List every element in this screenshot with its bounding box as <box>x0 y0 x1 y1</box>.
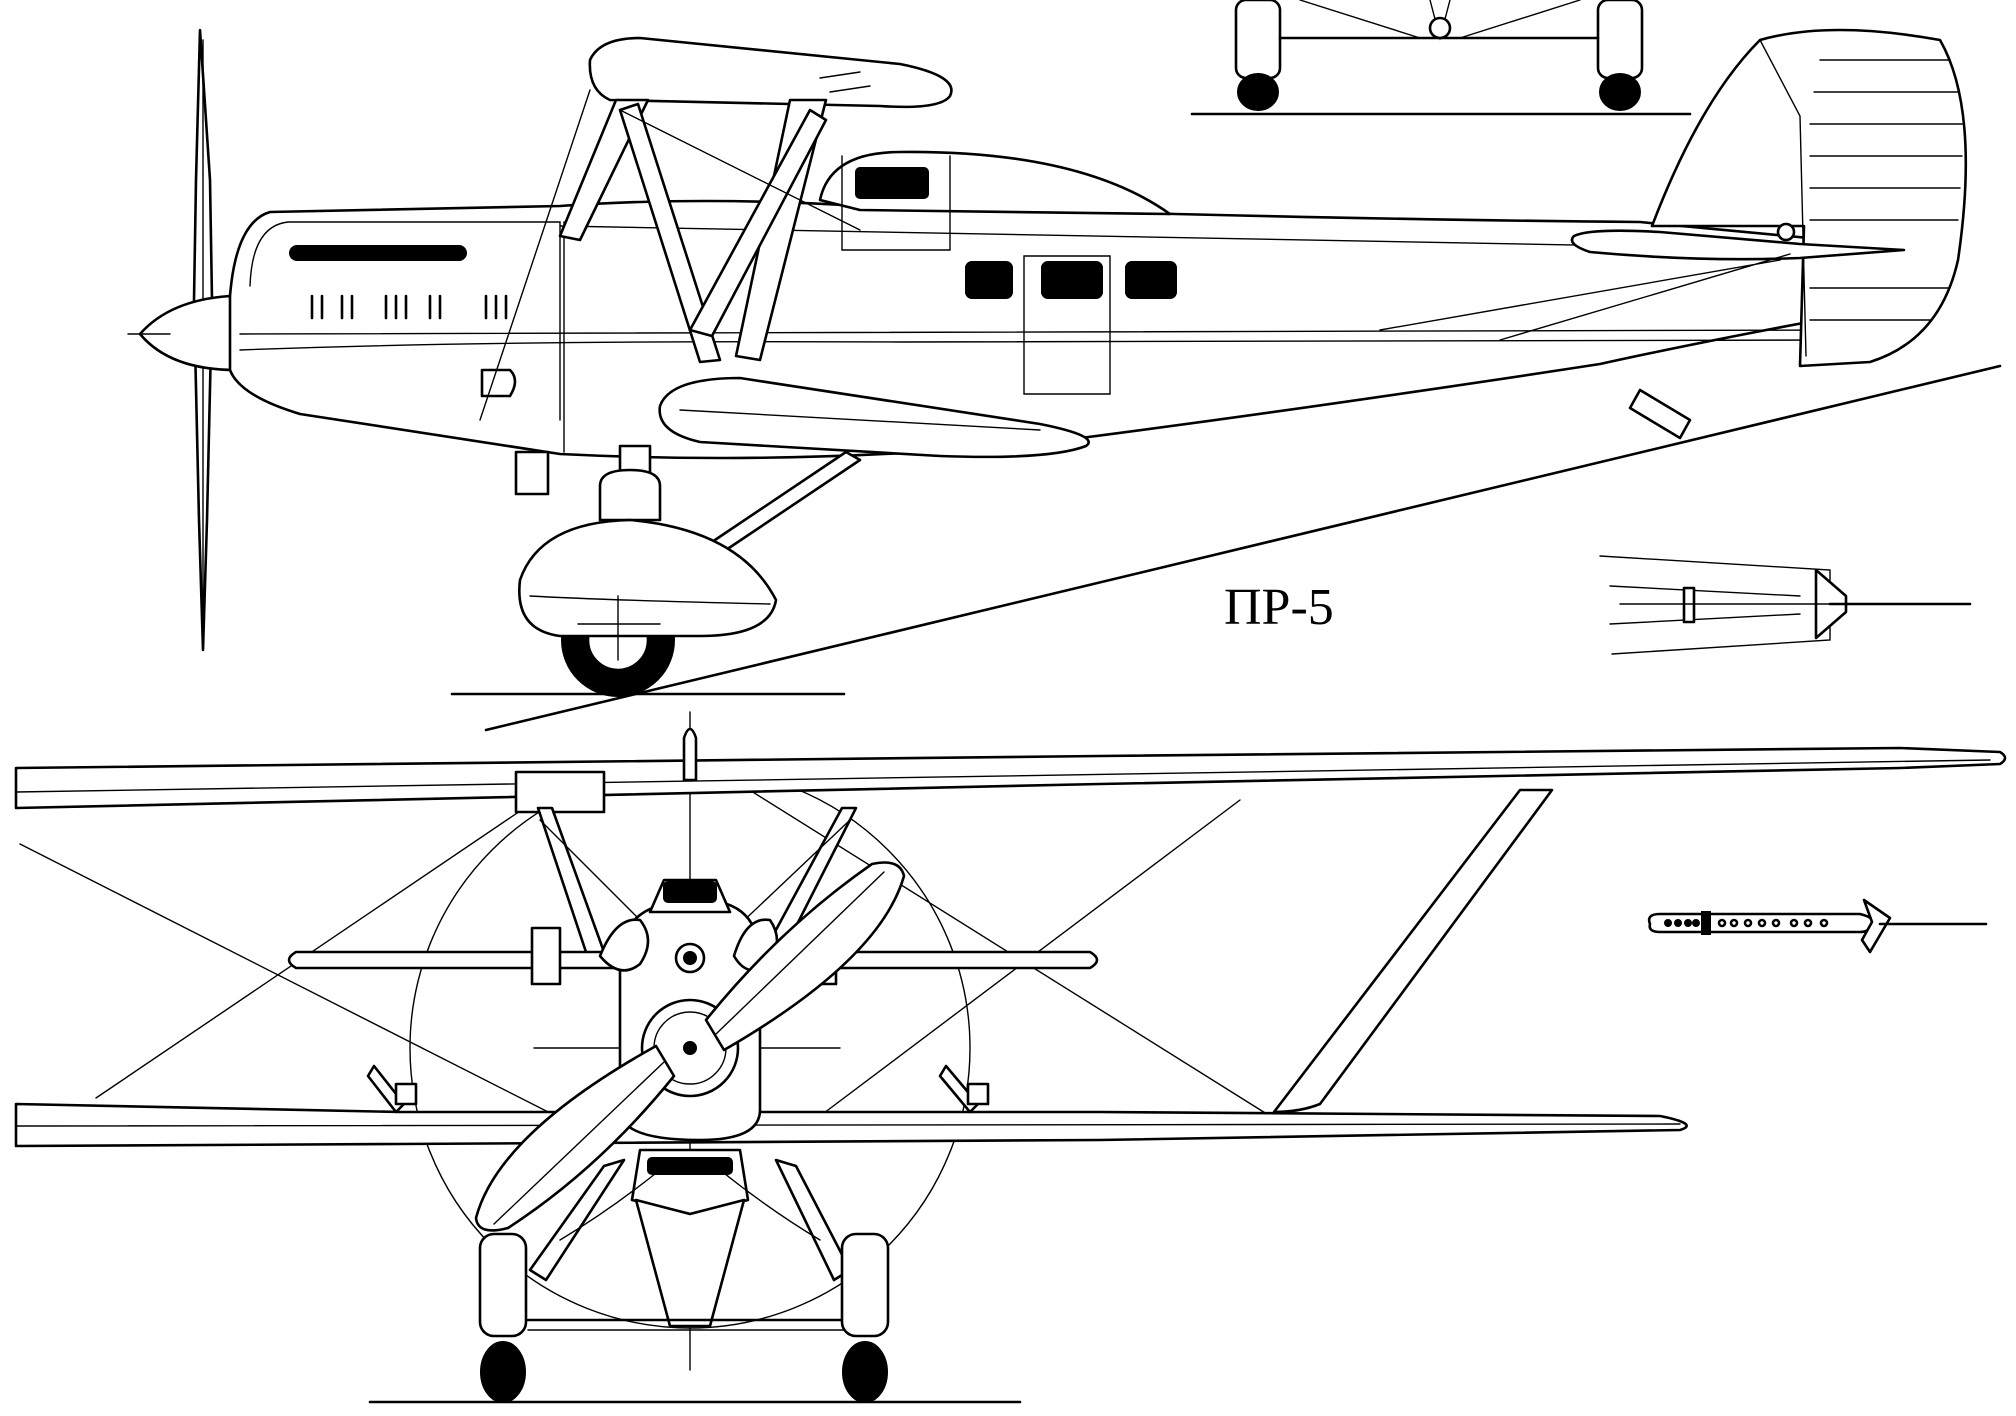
upper-wing-side <box>479 36 953 421</box>
rudder-ribs <box>1809 59 1963 321</box>
undercarriage-front <box>478 1148 890 1403</box>
cowl-louvres <box>310 294 508 320</box>
wing-tip-holes <box>1664 918 1829 928</box>
lower-wing-side <box>658 376 1090 459</box>
right-wheel-fairing <box>840 1232 890 1338</box>
lower-wing-fittings <box>366 1064 990 1114</box>
right-wheel <box>842 1341 888 1403</box>
front-view <box>14 711 2007 1404</box>
left-wheel-fairing <box>478 1232 528 1338</box>
left-wheel <box>480 1341 526 1403</box>
aircraft-designation-label: ПР-5 <box>1224 579 1334 636</box>
propeller-front <box>474 861 906 1232</box>
fuselage-side <box>228 150 1841 460</box>
undercarriage-side <box>514 444 862 697</box>
tail-detail <box>1599 555 1972 655</box>
top-view-partial <box>1190 0 1692 116</box>
upper-wing-front <box>14 746 2007 810</box>
tail-side <box>1379 28 1968 440</box>
propeller-side <box>127 28 238 652</box>
interplane-strut <box>1272 788 1554 1114</box>
side-view <box>127 28 2002 732</box>
wing-tip-detail <box>1647 898 1988 954</box>
ground-lines <box>450 364 2002 732</box>
